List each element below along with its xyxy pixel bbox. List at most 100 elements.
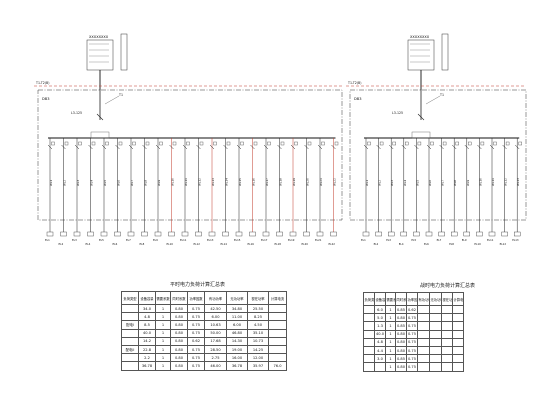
load-label: EL17 xyxy=(261,238,268,242)
load-label: EL12 xyxy=(194,242,201,246)
feeder-contact-symbol xyxy=(307,141,312,146)
table-cell: 35.10 xyxy=(247,328,269,338)
load-terminal-box xyxy=(375,231,382,237)
table-cell: 2.2 xyxy=(138,353,156,363)
table-cell: 1 xyxy=(385,362,396,372)
load-terminal-box xyxy=(463,231,470,237)
table-cell: 0.80 xyxy=(395,337,407,347)
table-cell: 5.0 xyxy=(374,313,386,323)
feeder-cable-label: WL13 xyxy=(516,178,520,186)
load-terminal-box xyxy=(451,231,458,237)
table-cell: 0.75 xyxy=(187,353,205,363)
meter-box xyxy=(441,33,449,71)
feeder-cable-label: WL14 xyxy=(225,178,229,186)
table-header-cell: 无功功率 xyxy=(429,292,442,306)
feeder-cable-label: WL1 xyxy=(49,180,53,186)
feeder-cable-label: WL22 xyxy=(333,178,337,186)
feeder-contact-symbol xyxy=(199,141,204,146)
feeder-cable-label: WL5 xyxy=(415,180,419,186)
feeder-contact-symbol xyxy=(518,141,522,146)
feeder-breaker-symbol xyxy=(477,144,482,150)
table-cell xyxy=(452,345,464,356)
table-cell: 0.80 xyxy=(170,320,188,330)
feeder-breaker-symbol xyxy=(515,144,520,150)
table-cell: 0.75 xyxy=(187,320,205,330)
feeder-breaker-symbol xyxy=(376,144,381,150)
table-cell: 1 xyxy=(385,354,396,364)
table-cell: 12.00 xyxy=(247,353,269,363)
table-cell: 4.50 xyxy=(247,320,269,330)
load-terminal-box xyxy=(413,231,420,237)
table-group-cell xyxy=(121,361,139,371)
load-terminal-box xyxy=(501,231,508,237)
load-label: EL16 xyxy=(248,242,255,246)
table-cell: 34.80 xyxy=(226,303,248,314)
table-cell xyxy=(429,337,442,347)
feeder-contact-symbol xyxy=(493,141,497,146)
feeder-breaker-symbol xyxy=(128,144,134,150)
feeder-breaker-symbol xyxy=(464,144,469,150)
table-cell xyxy=(417,362,430,372)
feeder-breaker-symbol xyxy=(209,144,215,150)
feeder-cable-label: WL12 xyxy=(504,178,508,186)
table-cell: 10.73 xyxy=(247,336,269,346)
table-cell xyxy=(417,345,430,356)
feeder-breaker-symbol xyxy=(61,144,66,150)
feeder-contact-symbol xyxy=(379,141,384,146)
table-cell: 1 xyxy=(155,361,171,371)
table-cell: 10.63 xyxy=(204,320,227,330)
load-terminal-box xyxy=(87,231,94,237)
table-cell: 0.75 xyxy=(187,328,205,338)
feeder-contact-symbol xyxy=(226,141,231,146)
table-cell: 0.85 xyxy=(395,304,407,315)
feeder-contact-symbol xyxy=(51,141,55,146)
table-cell: 34.0 xyxy=(138,303,156,314)
table-cell xyxy=(268,344,287,355)
table-cell xyxy=(417,304,430,315)
table-cell: 36.78 xyxy=(226,361,248,371)
feeder-breaker-symbol xyxy=(182,144,188,150)
table-group-cell xyxy=(121,353,139,363)
feeder-contact-symbol xyxy=(294,141,298,146)
load-terminal-box xyxy=(330,231,337,237)
table-cell: 8.25 xyxy=(247,312,269,322)
left-distribution-diagram: XXXXXXXXT1-T2(B)DB3L3-125T1WL1EL1WL2EL2W… xyxy=(34,33,343,246)
table-group-cell xyxy=(363,321,375,331)
feeder-cable-label: WL4 xyxy=(90,180,94,186)
load-label: EL6 xyxy=(424,242,429,246)
table-cell: 0.80 xyxy=(170,303,188,314)
load-label: EL12 xyxy=(500,242,507,246)
load-label: EL2 xyxy=(59,242,64,246)
feeder-cable-label: WL21 xyxy=(319,178,323,186)
table-cell: 35.97 xyxy=(247,361,269,371)
table-header-cell: 负荷类型 xyxy=(121,291,139,305)
feeder-breaker-symbol xyxy=(250,144,255,150)
load-label: EL9 xyxy=(462,238,467,242)
feeder-contact-symbol xyxy=(468,141,472,146)
load-label: EL8 xyxy=(449,242,454,246)
feeder-cable-label: WL6 xyxy=(117,180,121,186)
table-cell: 2.75 xyxy=(204,353,227,363)
table-header-cell: 设备容量 xyxy=(138,291,156,305)
feeder-breaker-symbol xyxy=(142,144,147,150)
source-block-label: XXXXXXXX xyxy=(410,35,430,39)
table-cell: 0.80 xyxy=(395,313,407,323)
load-label: EL21 xyxy=(315,238,322,242)
table-cell: 19.00 xyxy=(226,344,248,355)
table-cell: 1 xyxy=(155,344,171,355)
table-cell: 1 xyxy=(385,337,396,347)
table-header-cell: 有功功率 xyxy=(417,292,430,306)
feeder-breaker-symbol xyxy=(88,144,93,150)
table-cell: 0.75 xyxy=(406,329,418,339)
table-cell xyxy=(452,321,464,331)
table-header-cell: 计算电流 xyxy=(268,291,287,305)
table-cell xyxy=(441,354,453,364)
table-cell xyxy=(268,328,287,338)
table-cell: 0.75 xyxy=(406,345,418,356)
feeder-breaker-symbol xyxy=(196,144,201,150)
